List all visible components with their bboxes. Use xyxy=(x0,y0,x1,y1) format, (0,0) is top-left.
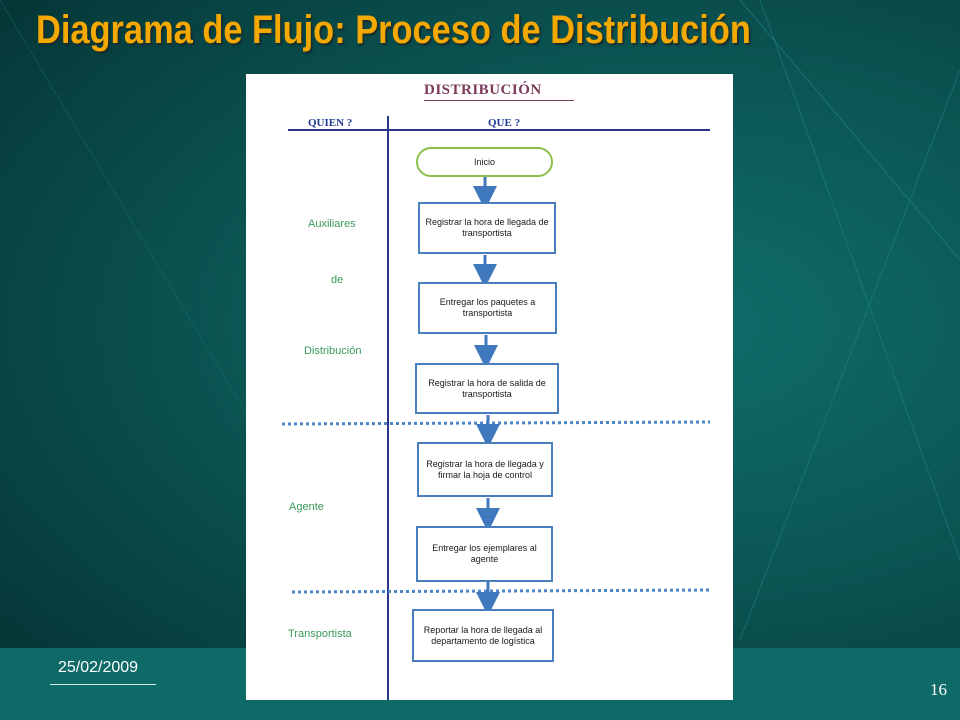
role-distribucion: Distribución xyxy=(304,345,362,357)
diagram-heading: DISTRIBUCIÓN xyxy=(424,82,542,98)
lane-separator-1 xyxy=(281,420,711,426)
role-de: de xyxy=(331,274,344,286)
step-registrar-llegada: Registrar la hora de llegada de transpor… xyxy=(418,202,556,254)
role-agente: Agente xyxy=(289,501,324,513)
date-underline xyxy=(50,684,156,685)
role-transportista: Transportista xyxy=(288,628,352,640)
column-header-who: QUIEN ? xyxy=(308,117,353,129)
role-auxiliares: Auxiliares xyxy=(308,218,356,230)
flowchart-diagram: DISTRIBUCIÓN QUIEN ? QUE ? Auxiliares de… xyxy=(246,74,733,700)
step-registrar-salida: Registrar la hora de salida de transport… xyxy=(415,363,559,414)
diagram-heading-underline xyxy=(424,100,574,101)
flow-arrows xyxy=(473,176,500,616)
step-entregar-ejemplares: Entregar los ejemplares al agente xyxy=(416,526,553,582)
slide-date: 25/02/2009 xyxy=(58,659,139,676)
step-entregar-paquetes: Entregar los paquetes a transportista xyxy=(418,282,557,334)
column-header-rule xyxy=(288,129,710,131)
slide-title: Diagrama de Flujo: Proceso de Distribuci… xyxy=(36,8,751,52)
step-inicio: Inicio xyxy=(416,147,553,177)
step-registrar-llegada-agente: Registrar la hora de llegada y firmar la… xyxy=(417,442,553,497)
step-reportar-hora: Reportar la hora de llegada al departame… xyxy=(412,609,554,662)
page-number: 16 xyxy=(930,680,947,699)
column-header-what: QUE ? xyxy=(488,117,521,129)
lane-separators xyxy=(281,420,713,594)
lane-separator-2 xyxy=(291,588,713,594)
swimlane-divider xyxy=(387,116,389,700)
